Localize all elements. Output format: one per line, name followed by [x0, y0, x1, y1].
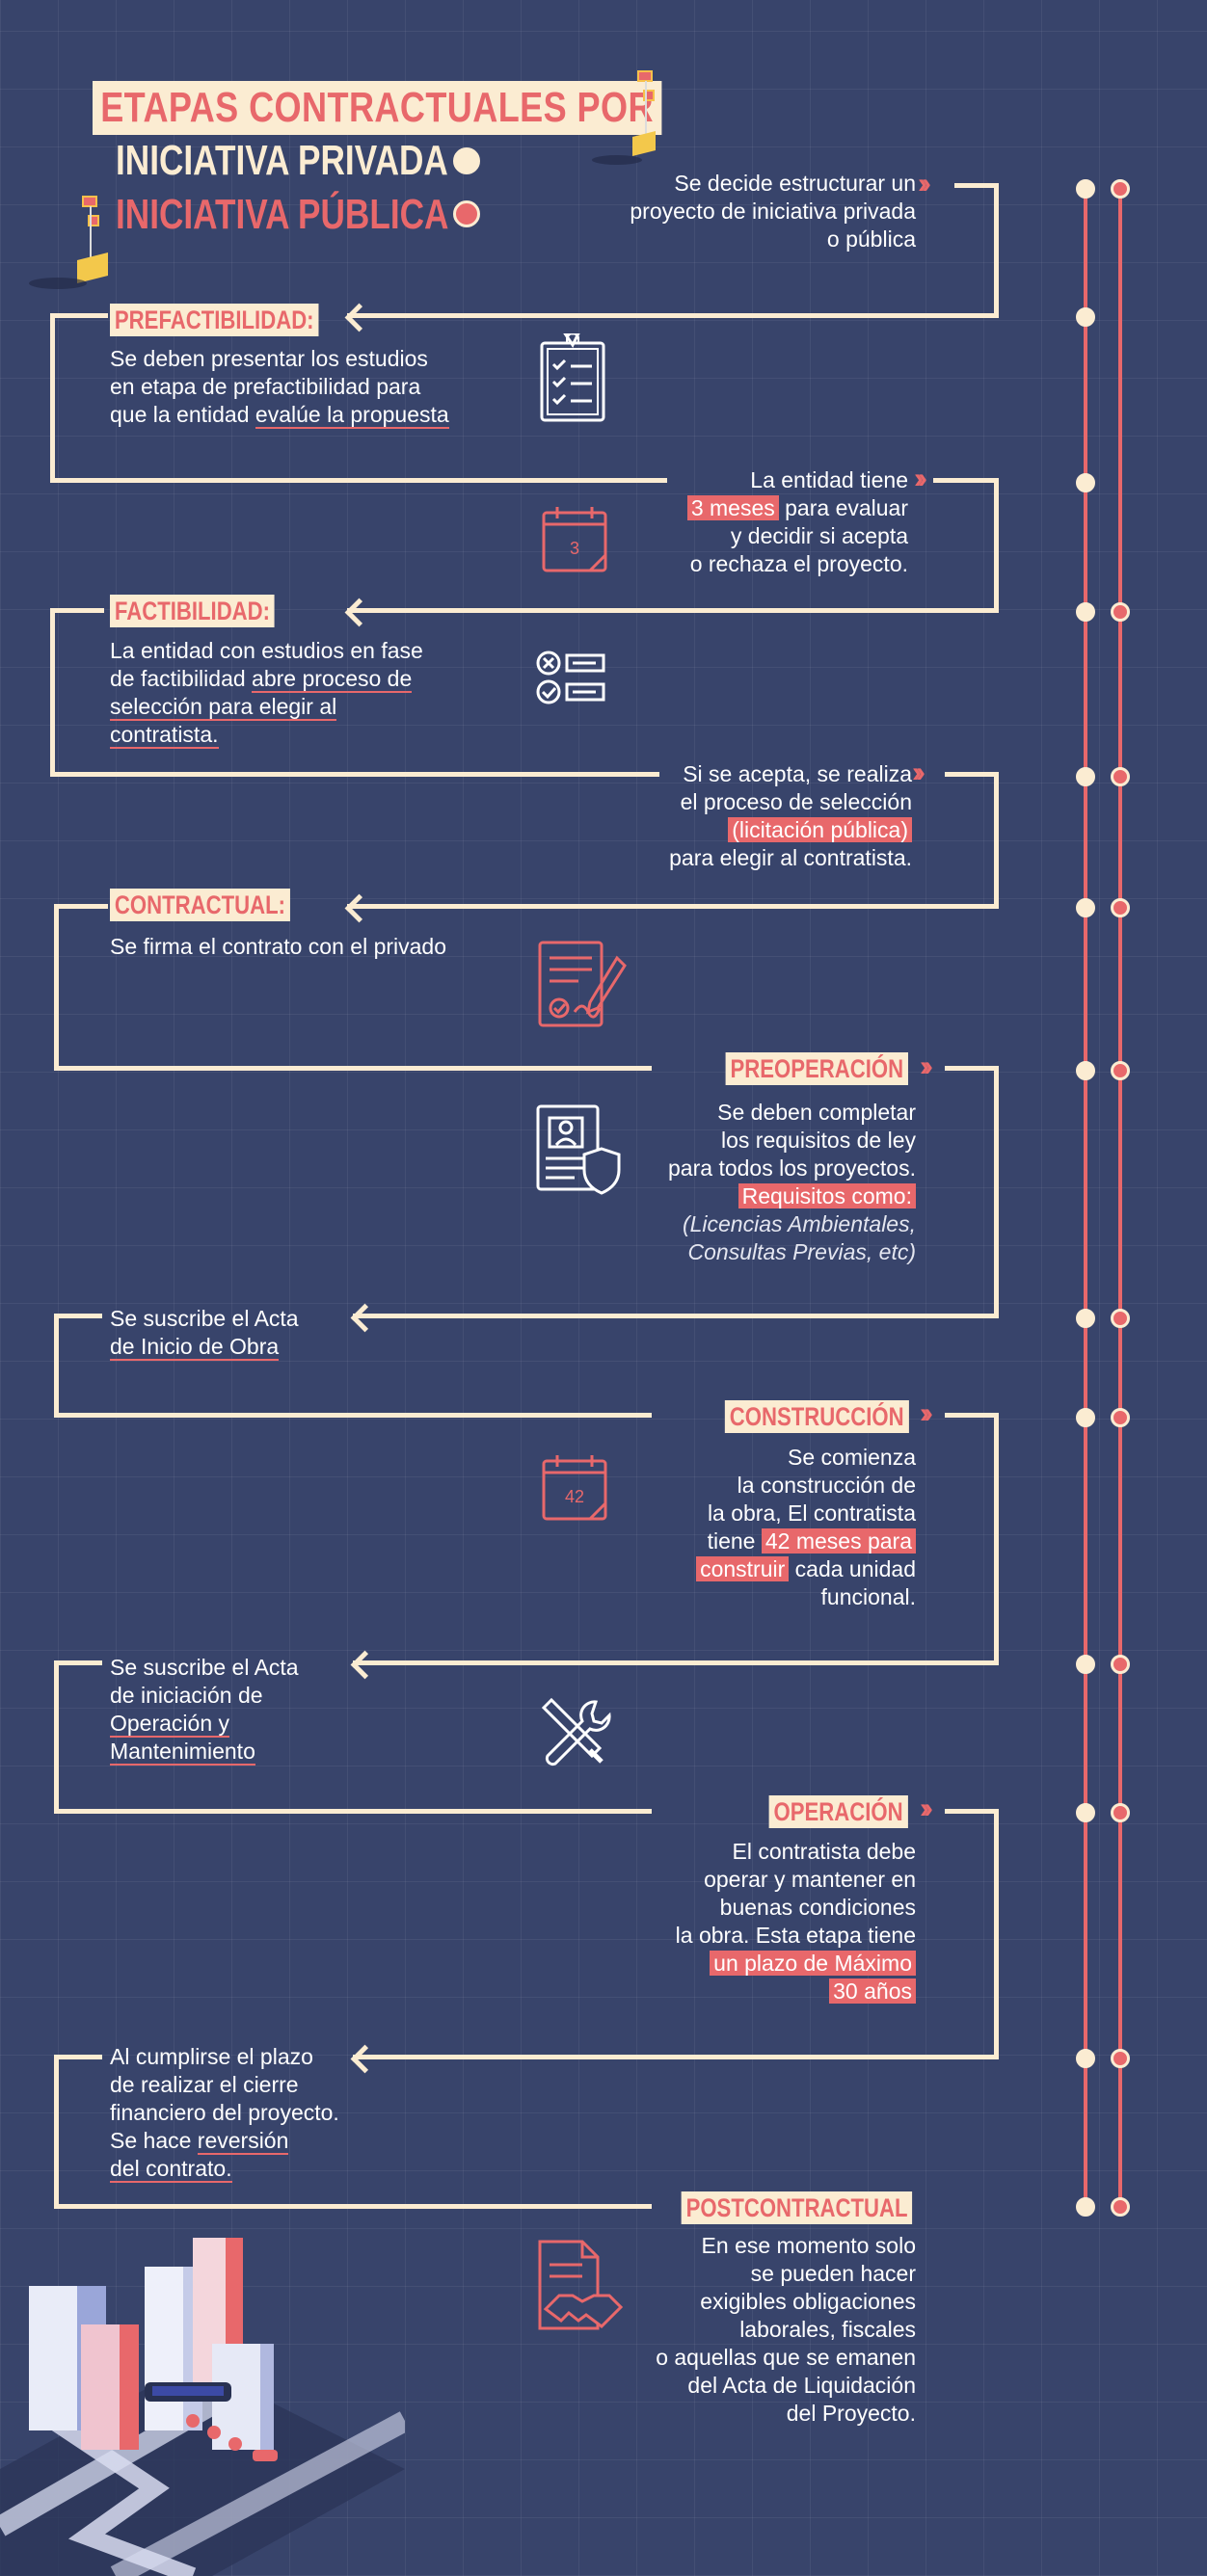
light-tower-illustration-2: [29, 196, 108, 289]
svg-text:42: 42: [565, 1487, 584, 1506]
stage-label-prefactibilidad: PREFACTIBILIDAD:: [110, 304, 319, 336]
cierre-text: Al cumplirse el plazo de realizar el cie…: [110, 2044, 339, 2183]
timeline-dot-private: [1076, 767, 1095, 786]
stage-label-preoperacion: PREOPERACIÓN: [725, 1052, 908, 1085]
timeline-dot-private: [1076, 898, 1095, 917]
start-text: Se decide estructurar un proyecto de ini…: [630, 171, 916, 252]
private-timeline-rail: [1084, 189, 1087, 2211]
document-handshake-icon: [538, 2240, 623, 2330]
timeline-dot-public: [1111, 898, 1130, 917]
chevron-right-icon: ››: [920, 1397, 933, 1429]
timeline-dot-public: [1111, 602, 1130, 622]
chevron-right-icon: ››: [920, 1050, 933, 1082]
timeline-dot-public: [1111, 1803, 1130, 1822]
timeline-dot-private: [1076, 1061, 1095, 1080]
timeline-dot-private: [1076, 307, 1095, 327]
timeline-dot-private: [1076, 1408, 1095, 1427]
id-document-shield-icon: [536, 1104, 621, 1195]
legend-private-label: INICIATIVA PRIVADA: [116, 137, 448, 184]
evaluacion-text: La entidad tiene 3 meses para evaluar y …: [523, 466, 908, 578]
timeline-dot-private: [1076, 1655, 1095, 1674]
postcontractual-text: En ese momento solo se pueden hacer exig…: [656, 2233, 916, 2426]
prefactibilidad-text: Se deben presentar los estudios en etapa…: [110, 346, 449, 429]
stage-label-operacion: OPERACIÓN: [769, 1795, 908, 1828]
contract-signature-icon: [538, 941, 627, 1027]
tools-icon: [541, 1697, 611, 1766]
light-tower-illustration: [592, 70, 656, 165]
timeline-dot-public: [1111, 1061, 1130, 1080]
timeline-dot-private: [1076, 2197, 1095, 2217]
stage-label-construccion: CONSTRUCCIÓN: [724, 1400, 908, 1433]
stage-label-contractual: CONTRACTUAL:: [110, 889, 290, 921]
factibilidad-text: La entidad con estudios en fase de facti…: [110, 638, 423, 749]
acta-operacion-text: Se suscribe el Acta de iniciación de Ope…: [110, 1655, 299, 1766]
public-timeline-rail: [1118, 189, 1122, 2211]
page-title: ETAPAS CONTRACTUALES POR: [93, 81, 662, 135]
operacion-text: El contratista debe operar y mantener en…: [675, 1839, 916, 2004]
seleccion-text: Si se acepta, se realiza el proceso de s…: [669, 761, 912, 870]
chevron-right-icon: ››: [920, 1793, 933, 1824]
chevron-right-icon: ››: [912, 757, 925, 788]
checklist-icon: [540, 333, 605, 422]
timeline-dot-private: [1076, 179, 1095, 199]
timeline-dot-private: [1076, 473, 1095, 492]
timeline-dot-public: [1111, 1309, 1130, 1328]
timeline-dot-public: [1111, 179, 1130, 199]
calendar-icon: 3: [542, 507, 607, 572]
construccion-text: Se comienza la construcción de la obra, …: [511, 1444, 916, 1611]
legend-public-label: INICIATIVA PÚBLICA: [116, 191, 449, 238]
timeline-dot-public: [1111, 1655, 1130, 1674]
contractual-text: Se firma el contrato con el privado: [110, 934, 447, 959]
stage-label-postcontractual: POSTCONTRACTUAL: [681, 2191, 912, 2224]
city-illustration: [0, 2238, 405, 2576]
legend-public-dot: [453, 200, 480, 227]
timeline-dot-public: [1111, 2197, 1130, 2217]
chevron-right-icon: ››: [914, 463, 927, 494]
stage-label-factibilidad: FACTIBILIDAD:: [110, 595, 275, 627]
legend-private-dot: [453, 147, 480, 174]
chevron-right-icon: ››: [918, 168, 931, 199]
timeline-dot-private: [1076, 1803, 1095, 1822]
timeline-dot-public: [1111, 767, 1130, 786]
timeline-dot-private: [1076, 2049, 1095, 2068]
timeline-dot-public: [1111, 1408, 1130, 1427]
timeline-dot-private: [1076, 1309, 1095, 1328]
timeline-dot-public: [1111, 2049, 1130, 2068]
acta-inicio-text: Se suscribe el Acta de Inicio de Obra: [110, 1306, 299, 1361]
svg-text:3: 3: [570, 539, 579, 558]
preoperacion-text: Se deben completar los requisitos de ley…: [668, 1100, 916, 1264]
timeline-dot-private: [1076, 602, 1095, 622]
selection-list-icon: [536, 651, 605, 704]
calendar-icon: 42: [542, 1455, 607, 1521]
